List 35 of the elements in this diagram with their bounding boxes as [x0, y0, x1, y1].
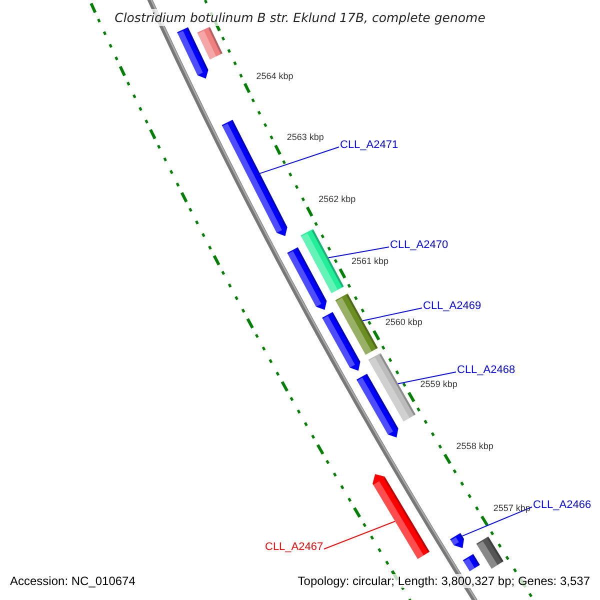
- scale-label: 2560 kbp: [385, 317, 422, 328]
- gene-label: CLL_A2469: [423, 300, 482, 312]
- leader-line: [462, 506, 532, 537]
- accession-text: Accession: NC_010674: [10, 574, 136, 588]
- scale-label: 2562 kbp: [318, 194, 356, 204]
- scale-label: 2563 kbp: [286, 132, 324, 142]
- scale-label: 2557 kbp: [493, 502, 530, 513]
- gene-block: [450, 533, 464, 548]
- scale-label: 2558 kbp: [456, 440, 494, 451]
- scale-label: 2561 kbp: [351, 256, 389, 266]
- gene-label: CLL_A2466: [533, 499, 592, 511]
- leader-line: [324, 520, 396, 550]
- leader-line: [259, 146, 340, 174]
- scale-label: 2559 kbp: [420, 379, 458, 390]
- gene-block: [197, 26, 222, 60]
- genome-summary: Topology: circular; Length: 3,800,327 bp; Genes: 3,537: [298, 574, 590, 588]
- gene-label: CLL_A2468: [457, 364, 516, 376]
- gene-label: CLL_A2471: [340, 139, 398, 151]
- gene-block: [335, 294, 378, 355]
- gene-label: CLL_A2467: [265, 541, 324, 553]
- gene-block: [356, 374, 398, 438]
- leader-line: [328, 246, 390, 258]
- leader-line: [397, 372, 456, 384]
- gene-block: [322, 312, 360, 371]
- gene-block: [300, 229, 344, 294]
- gene-block: [222, 120, 288, 236]
- scale-label: 2564 kbp: [256, 70, 294, 81]
- gene-block: [287, 247, 327, 310]
- gene-block: [372, 474, 430, 559]
- gene-block: [368, 353, 416, 422]
- gene-block: [177, 27, 208, 79]
- gene-block: [462, 554, 480, 572]
- gene-label: CLL_A2470: [390, 239, 448, 251]
- gene-block: [476, 536, 504, 569]
- leader-line: [362, 308, 422, 322]
